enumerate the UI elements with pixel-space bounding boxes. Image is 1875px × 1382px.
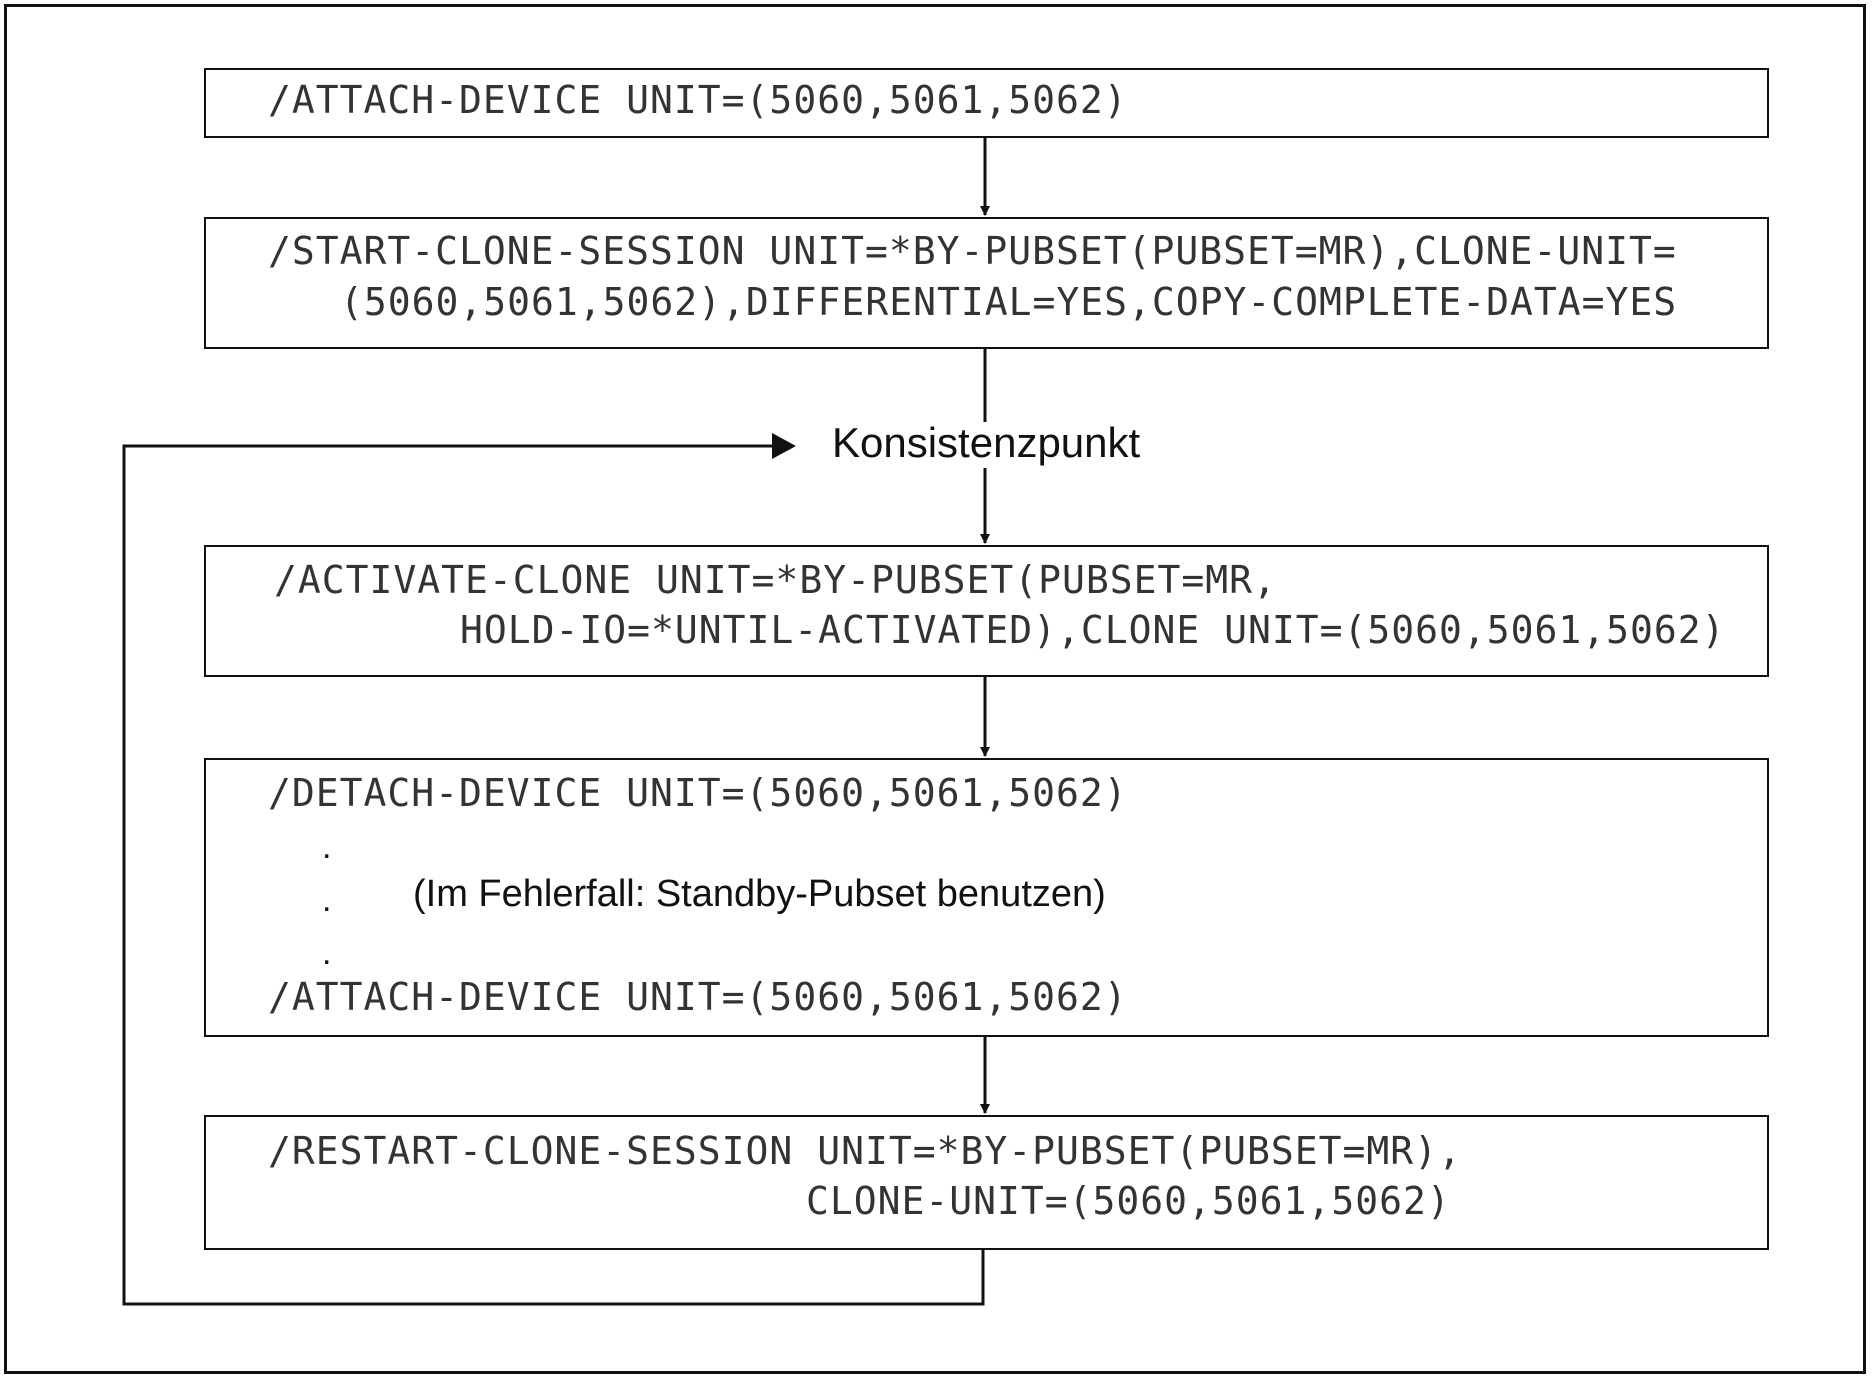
ellipsis-dot-2: . (322, 881, 332, 919)
activate-clone-command-line-2: HOLD-IO=*UNTIL-ACTIVATED),CLONE UNIT=(50… (460, 608, 1726, 652)
step-start-clone-session (204, 217, 1769, 349)
consistency-point-label: Konsistenzpunkt (832, 419, 1141, 466)
detach-device-command: /DETACH-DEVICE UNIT=(5060,5061,5062) (268, 771, 1128, 815)
diagram-frame (4, 4, 1866, 1374)
attach-device-command: /ATTACH-DEVICE UNIT=(5060,5061,5062) (268, 78, 1128, 122)
loop-back-arrowhead (772, 433, 796, 459)
step-activate-clone (204, 545, 1769, 677)
error-case-note: (Im Fehlerfall: Standby-Pubset benutzen) (413, 873, 1106, 915)
restart-clone-command-line-1: /RESTART-CLONE-SESSION UNIT=*BY-PUBSET(P… (268, 1129, 1462, 1173)
start-clone-command-line-1: /START-CLONE-SESSION UNIT=*BY-PUBSET(PUB… (268, 229, 1677, 273)
restart-clone-command-line-2: CLONE-UNIT=(5060,5061,5062) (806, 1179, 1451, 1223)
activate-clone-command-line-1: /ACTIVATE-CLONE UNIT=*BY-PUBSET(PUBSET=M… (274, 558, 1277, 602)
ellipsis-dot-3: . (322, 934, 332, 972)
step-restart-clone-session (204, 1115, 1769, 1250)
step-detach-attach (204, 758, 1769, 1037)
attach-device-command-again: /ATTACH-DEVICE UNIT=(5060,5061,5062) (268, 975, 1128, 1019)
ellipsis-dot-1: . (322, 828, 332, 866)
step-attach-device (204, 68, 1769, 138)
start-clone-command-line-2: (5060,5061,5062),DIFFERENTIAL=YES,COPY-C… (340, 280, 1678, 324)
loop-back-line (122, 444, 985, 1306)
